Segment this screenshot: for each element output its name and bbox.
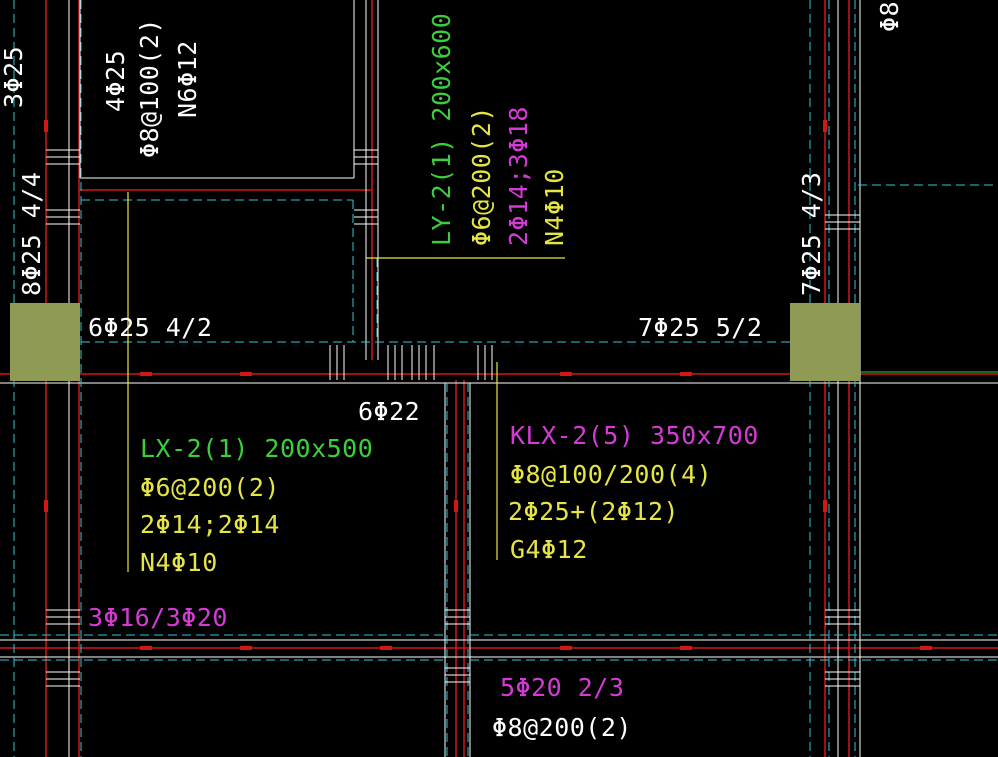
label-lower-left[interactable]: 3Φ16/3Φ20 — [88, 603, 228, 632]
column-left — [10, 303, 80, 381]
leader-lines — [127, 192, 565, 572]
label-ly2-side[interactable]: N4Φ10 — [540, 168, 569, 246]
label-ly2-rebar[interactable]: 2Φ14;3Φ18 — [504, 106, 533, 246]
label-left-vertical[interactable]: 8Φ25 4/4 — [17, 172, 46, 296]
label-upper-beam-2[interactable]: Φ8@100(2) — [135, 18, 164, 158]
label-right-vertical[interactable]: 7Φ25 4/3 — [797, 172, 826, 296]
label-upper-beam-1[interactable]: 4Φ25 — [101, 50, 130, 112]
column-right — [790, 303, 860, 381]
label-lx2-rebar[interactable]: 2Φ14;2Φ14 — [140, 510, 280, 539]
label-lower-mid-rebar[interactable]: 5Φ20 2/3 — [500, 673, 624, 702]
label-klx2-name[interactable]: KLX-2(5) 350x700 — [510, 421, 759, 450]
label-klx2-stirrup[interactable]: Φ8@100/200(4) — [510, 460, 712, 489]
label-upper-beam-3[interactable]: N6Φ12 — [173, 40, 202, 118]
label-top-right-edge[interactable]: Φ8 — [875, 1, 904, 32]
label-klx2-rebar[interactable]: 2Φ25+(2Φ12) — [508, 497, 679, 526]
label-support-right[interactable]: 7Φ25 5/2 — [638, 313, 762, 342]
label-top-left-edge[interactable]: 3Φ25 — [0, 46, 28, 108]
label-bottom-mid[interactable]: 6Φ22 — [358, 397, 420, 426]
label-lx2-name[interactable]: LX-2(1) 200x500 — [140, 434, 373, 463]
stirrup-hatches — [46, 149, 860, 687]
label-lower-mid-stirrup[interactable]: Φ8@200(2) — [492, 713, 632, 742]
label-klx2-side[interactable]: G4Φ12 — [510, 535, 588, 564]
label-lx2-side[interactable]: N4Φ10 — [140, 548, 218, 577]
label-ly2-name[interactable]: LY-2(1) 200x600 — [427, 13, 456, 246]
label-lx2-stirrup[interactable]: Φ6@200(2) — [140, 473, 280, 502]
axis-ticks — [44, 120, 932, 650]
label-support-left[interactable]: 6Φ25 4/2 — [88, 313, 212, 342]
label-ly2-stirrup[interactable]: Φ6@200(2) — [467, 106, 496, 246]
